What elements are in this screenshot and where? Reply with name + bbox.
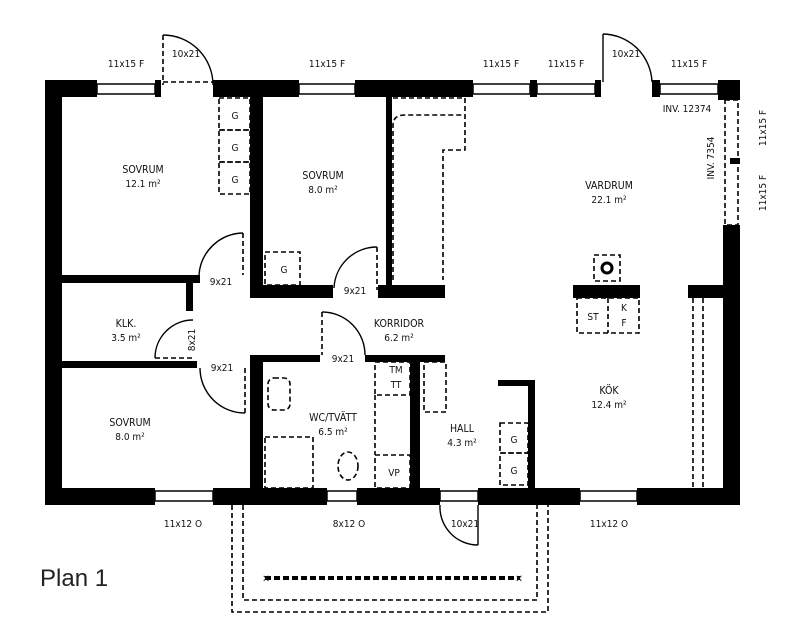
fixtures-g-label: G — [232, 111, 239, 122]
door-swing-sovrum1 — [198, 232, 244, 276]
fixtures — [218, 97, 704, 489]
fixtures-g-label: G — [232, 175, 239, 186]
window-labels: 11x15 F 11x15 F 11x15 F 11x15 F 11x15 F … — [108, 59, 769, 530]
windows-right2-label: 11x15 F — [758, 175, 769, 211]
door-swings — [154, 33, 653, 546]
door-swing-top-left — [162, 34, 214, 86]
doors-sovrum3-label: 9x21 — [211, 363, 234, 374]
inventory-inv1-label: INV. 12374 — [663, 104, 712, 115]
doors-top_right-label: 10x21 — [612, 49, 640, 60]
fixture-labels: G G G G G G TM TT VP ST K F INV. 12374 I… — [232, 104, 717, 479]
windows-bottom2-label: 8x12 O — [333, 519, 365, 530]
room-area: 6.5 m² — [318, 427, 348, 438]
fixtures-st-label: ST — [587, 312, 599, 323]
door-labels: 10x21 10x21 10x21 9x21 9x21 9x21 9x21 8x… — [172, 49, 640, 530]
windows-top2-label: 11x15 F — [309, 59, 345, 70]
door-swing-sovrum3 — [199, 367, 246, 414]
room-area: 8.0 m² — [308, 185, 338, 196]
room-name: VARDRUM — [585, 180, 633, 192]
door-swing-sovrum2 — [333, 246, 378, 289]
room-area: 3.5 m² — [111, 333, 141, 344]
fixtures-tm-label: TM — [388, 365, 402, 376]
room-name: SOVRUM — [109, 417, 150, 429]
door-swing-entrance — [439, 504, 479, 546]
doors-klk-label: 8x21 — [187, 329, 198, 352]
door-swing-klk — [154, 319, 194, 359]
door-swing-wc — [321, 311, 366, 356]
doors-wc-label: 9x21 — [332, 354, 355, 365]
room-name: KÖK — [599, 384, 619, 397]
windows-top4-label: 11x15 F — [548, 59, 584, 70]
windows-bottom3-label: 11x12 O — [590, 519, 628, 530]
windows-top1-label: 11x15 F — [108, 59, 144, 70]
room-area: 4.3 m² — [447, 438, 477, 449]
inventory-inv2-label: INV. 7354 — [706, 136, 717, 179]
windows-top3-label: 11x15 F — [483, 59, 519, 70]
doors-top_left-label: 10x21 — [172, 49, 200, 60]
fixtures-g-label: G — [281, 265, 288, 276]
rail-end-icon: ✕ — [262, 574, 270, 585]
room-name: SOVRUM — [302, 170, 343, 182]
room-name: HALL — [450, 423, 475, 435]
room-area: 6.2 m² — [384, 333, 414, 344]
room-name: KLK. — [116, 318, 137, 330]
room-area: 8.0 m² — [115, 432, 145, 443]
balcony: ✕ ✕ — [231, 505, 549, 613]
windows-right1-label: 11x15 F — [758, 110, 769, 146]
interior-walls — [62, 97, 723, 505]
outer-walls — [45, 80, 740, 505]
doors-sovrum1-label: 9x21 — [210, 277, 233, 288]
rail-end-icon: ✕ — [515, 574, 523, 585]
windows — [96, 83, 739, 502]
room-name: WC/TVÄTT — [309, 411, 357, 424]
windows-bottom1-label: 11x12 O — [164, 519, 202, 530]
fixtures-k-label: K — [621, 303, 628, 314]
fixtures-g-label: G — [232, 143, 239, 154]
fixtures-g-label: G — [511, 466, 518, 477]
doors-entrance-label: 10x21 — [451, 519, 479, 530]
room-labels: SOVRUM 12.1 m² SOVRUM 8.0 m² SOVRUM 8.0 … — [109, 164, 633, 449]
plan-title: Plan 1 — [40, 565, 108, 592]
fixtures-tt-label: TT — [390, 380, 402, 391]
door-swing-top-right — [602, 33, 653, 83]
room-area: 12.4 m² — [591, 400, 627, 411]
room-name: SOVRUM — [122, 164, 163, 176]
room-area: 22.1 m² — [591, 195, 627, 206]
fixtures-vp-label: VP — [388, 468, 400, 479]
fixtures-f-label: F — [621, 318, 626, 329]
lamp-icon — [600, 261, 614, 275]
doors-sovrum2-label: 9x21 — [344, 286, 367, 297]
windows-top5-label: 11x15 F — [671, 59, 707, 70]
room-name: KORRIDOR — [374, 318, 425, 330]
room-area: 12.1 m² — [125, 179, 161, 190]
fixtures-g-label: G — [511, 435, 518, 446]
